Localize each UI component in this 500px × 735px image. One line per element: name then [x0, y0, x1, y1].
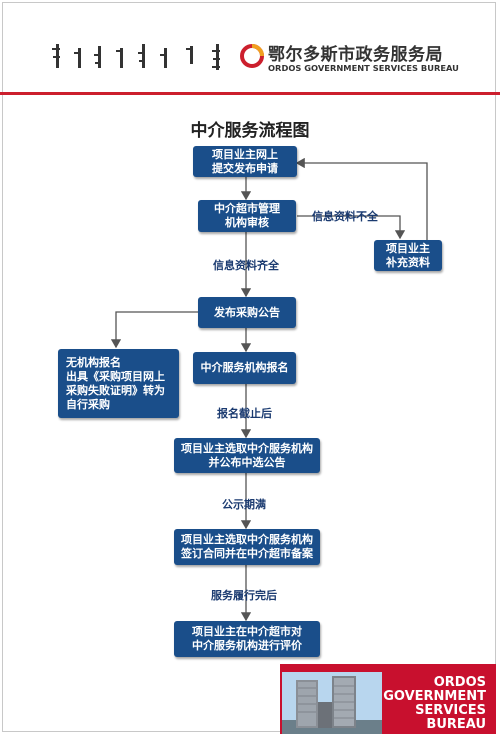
node-announce: 发布采购公告 [198, 297, 296, 328]
edge-supplement-apply [295, 157, 428, 244]
building-photo [282, 672, 382, 734]
label-service-done: 服务履行完后 [211, 589, 277, 602]
label-deadline: 报名截止后 [217, 407, 272, 420]
node-select-publish: 项目业主选取中介服务机构 并公布中选公告 [174, 438, 320, 473]
edge-review-supplement [297, 215, 406, 240]
mongolian-script-logo [52, 44, 220, 70]
brand-name-cn: 鄂尔多斯市政务服务局 [268, 45, 443, 65]
node-no-agency: 无机构报名 出具《采购项目网上 采购失败证明》转为 自行采购 [58, 349, 179, 418]
node-apply: 项目业主网上 提交发布申请 [193, 146, 297, 177]
node-sign-contract: 项目业主选取中介服务机构 签订合同并在中介超市备案 [174, 529, 320, 565]
header-divider [0, 92, 500, 95]
node-evaluate: 项目业主在中介超市对 中介服务机构进行评价 [174, 621, 320, 657]
bureau-logo-icon [240, 44, 264, 68]
node-review: 中介超市管理 机构审核 [198, 200, 296, 232]
node-supplement: 项目业主 补充资料 [374, 240, 442, 271]
label-incomplete: 信息资料不全 [312, 210, 378, 223]
edge-announce-noagency [110, 311, 198, 349]
label-complete: 信息资料齐全 [213, 259, 279, 272]
footer-bureau-name: ORDOS GOVERNMENT SERVICES BUREAU [383, 675, 486, 732]
label-publicity-end: 公示期满 [222, 498, 266, 511]
diagram-title: 中介服务流程图 [190, 121, 310, 141]
brand-name-en: ORDOS GOVERNMENT SERVICES BUREAU [268, 63, 459, 73]
node-agency-signup: 中介服务机构报名 [193, 352, 296, 384]
